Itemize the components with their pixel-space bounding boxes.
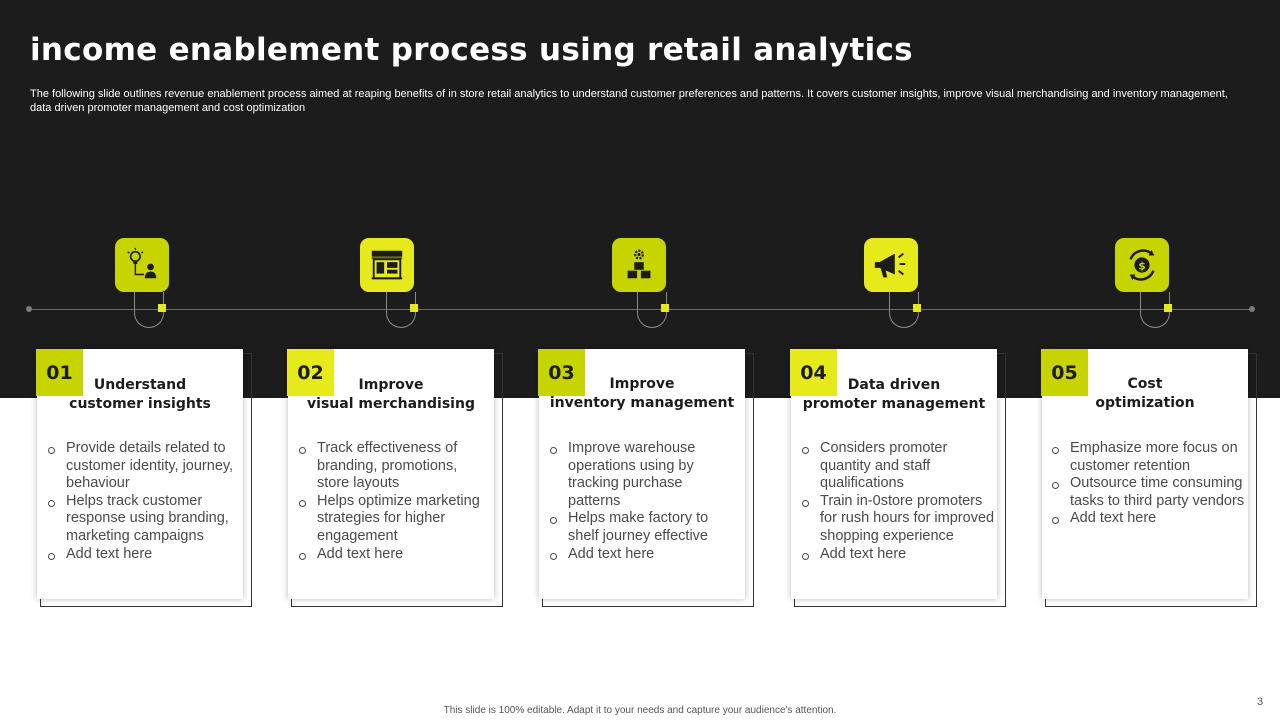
svg-text:$: $ <box>1138 260 1145 272</box>
list-item: Outsource time consuming tasks to third … <box>1051 475 1245 510</box>
slide-footer: This slide is 100% editable. Adapt it to… <box>443 705 837 716</box>
storefront-icon <box>360 238 414 292</box>
timeline-node-02 <box>410 304 418 312</box>
slide-title: income enablement process using retail a… <box>30 32 913 68</box>
step-number-02: 02 <box>287 349 334 396</box>
list-item: Considers promoter quantity and staff qu… <box>801 440 995 493</box>
idea-person-icon <box>115 238 169 292</box>
step-number-05: 05 <box>1041 349 1088 396</box>
step-bullets-01: Provide details related to customer iden… <box>47 440 241 563</box>
step-number-04: 04 <box>790 349 837 396</box>
list-item: Add text here <box>298 546 492 564</box>
slide-subtitle: The following slide outlines revenue ena… <box>30 88 1228 114</box>
timeline-node-01 <box>158 304 166 312</box>
header-background <box>0 0 1280 398</box>
list-item: Add text here <box>1051 510 1245 528</box>
list-item: Add text here <box>801 546 995 564</box>
list-item: Emphasize more focus on customer retenti… <box>1051 440 1245 475</box>
timeline-node-03 <box>661 304 669 312</box>
step-bullets-02: Track effectiveness of branding, promoti… <box>298 440 492 563</box>
list-item: Helps track customer response using bran… <box>47 493 241 546</box>
list-item: Track effectiveness of branding, promoti… <box>298 440 492 493</box>
step-bullets-05: Emphasize more focus on customer retenti… <box>1051 440 1245 528</box>
megaphone-icon <box>864 238 918 292</box>
timeline-node-04 <box>913 304 921 312</box>
step-bullets-04: Considers promoter quantity and staff qu… <box>801 440 995 563</box>
timeline-start-dot <box>26 306 32 312</box>
timeline-end-dot <box>1249 306 1255 312</box>
step-number-03: 03 <box>538 349 585 396</box>
list-item: Add text here <box>549 546 727 564</box>
page-number: 3 <box>1257 696 1264 708</box>
money-cycle-icon: $ <box>1115 238 1169 292</box>
step-number-01: 01 <box>36 349 83 396</box>
timeline-line <box>29 309 1252 310</box>
boxes-gear-icon <box>612 238 666 292</box>
timeline-node-05 <box>1164 304 1172 312</box>
list-item: Provide details related to customer iden… <box>47 440 241 493</box>
list-item: Improve warehouse operations using by tr… <box>549 440 727 510</box>
list-item: Helps make factory to shelf journey effe… <box>549 510 727 545</box>
list-item: Helps optimize marketing strategies for … <box>298 493 492 546</box>
list-item: Add text here <box>47 546 241 564</box>
step-bullets-03: Improve warehouse operations using by tr… <box>549 440 727 563</box>
list-item: Train in-0store promoters for rush hours… <box>801 493 995 546</box>
